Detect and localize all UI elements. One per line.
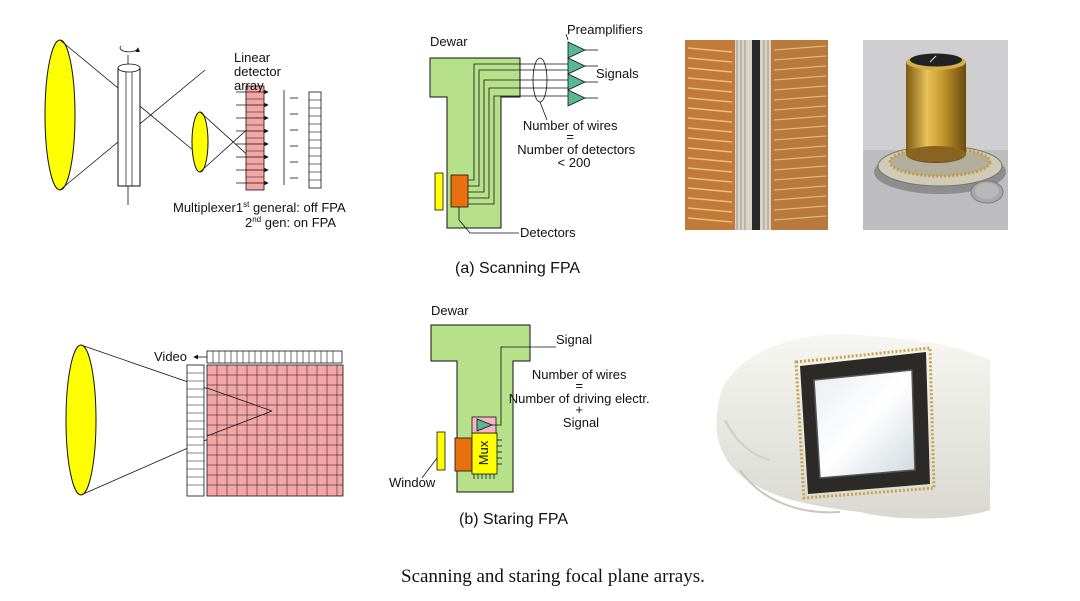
staring-dewar-diagram: Dewar Mux Signal Number of wires = Numbe… xyxy=(389,303,654,493)
wires-detectors-equation: Number of wires = Number of detectors < … xyxy=(517,118,638,170)
detector-chip-bottom xyxy=(454,437,473,472)
polygon-scanner xyxy=(117,45,141,205)
window-label: Window xyxy=(389,475,436,490)
video-label: Video xyxy=(154,349,187,364)
dewar-outline-bottom xyxy=(430,324,531,493)
detector-chip-top xyxy=(450,174,469,208)
row-readout xyxy=(206,350,343,364)
linear-detector-array xyxy=(236,85,322,191)
mux-label: Mux xyxy=(476,440,491,465)
staring-optics-diagram: Video xyxy=(65,344,344,497)
signals-label: Signals xyxy=(596,66,639,81)
preamplifier-triangles xyxy=(567,41,586,107)
multiplexer-second-gen-label: 2nd gen: on FPA xyxy=(245,215,336,230)
preamplifiers-label: Preamplifiers xyxy=(567,22,643,37)
column-readout xyxy=(186,364,205,497)
staring-objective-lens xyxy=(65,344,97,496)
dewar-label-top: Dewar xyxy=(430,34,468,49)
scanning-fpa-caption: (a) Scanning FPA xyxy=(455,260,580,277)
detectors-label: Detectors xyxy=(520,225,576,240)
objective-lens xyxy=(44,39,76,191)
scanning-dewar-diagram: Dewar Preamplifiers Signals Numb xyxy=(429,22,643,240)
relay-lens xyxy=(191,111,209,173)
window-top xyxy=(434,172,444,211)
dewar-package-photo xyxy=(863,40,1008,230)
signal-label: Signal xyxy=(556,332,592,347)
staring-fpa-caption: (b) Staring FPA xyxy=(459,511,568,528)
output-amplifier xyxy=(476,418,494,432)
multiplexer-label: Multiplexer1st general: off FPA xyxy=(173,200,346,215)
linear-array-label: Linear detector array xyxy=(234,50,285,93)
mux-chip: Mux xyxy=(471,432,502,479)
wires-electrodes-equation: Number of wires = Number of driving elec… xyxy=(509,367,654,430)
window-bottom xyxy=(436,431,446,471)
staring-fpa-photo xyxy=(716,334,990,519)
figure-caption: Scanning and staring focal plane arrays. xyxy=(401,566,705,587)
dewar-label-bottom: Dewar xyxy=(431,303,469,318)
scanning-optics-diagram: Linear detector array Multiplexer1st gen… xyxy=(44,39,346,230)
staring-detector-grid xyxy=(206,364,344,497)
dewar-outline-top xyxy=(429,57,521,229)
linear-array-photo xyxy=(685,40,828,230)
